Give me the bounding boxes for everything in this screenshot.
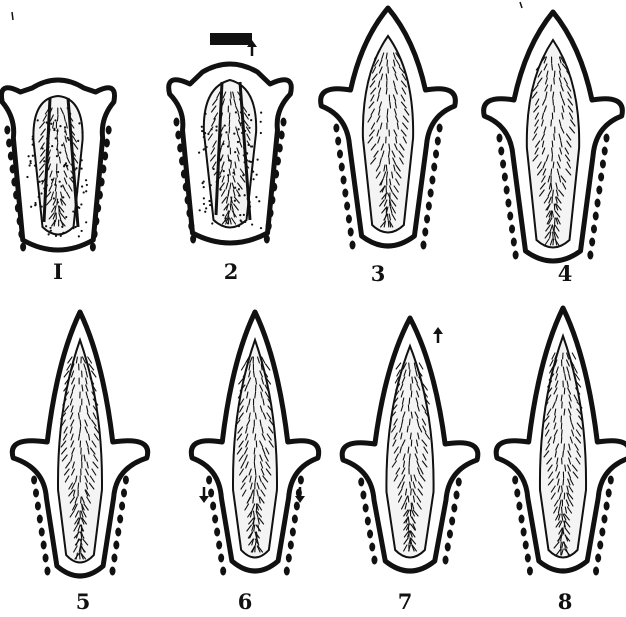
panel-label-8: 8 [558,589,573,614]
panel-label-7: 7 [398,589,413,614]
panel-label-2: 2 [224,259,239,284]
panel-label-1: I [53,259,63,284]
panel-label-6: 6 [238,589,253,614]
panel-label-3: 3 [371,261,386,286]
scan-speck [12,12,13,20]
panel-label-5: 5 [76,589,91,614]
cap-block [210,33,252,45]
panel-label-4: 4 [558,261,573,286]
